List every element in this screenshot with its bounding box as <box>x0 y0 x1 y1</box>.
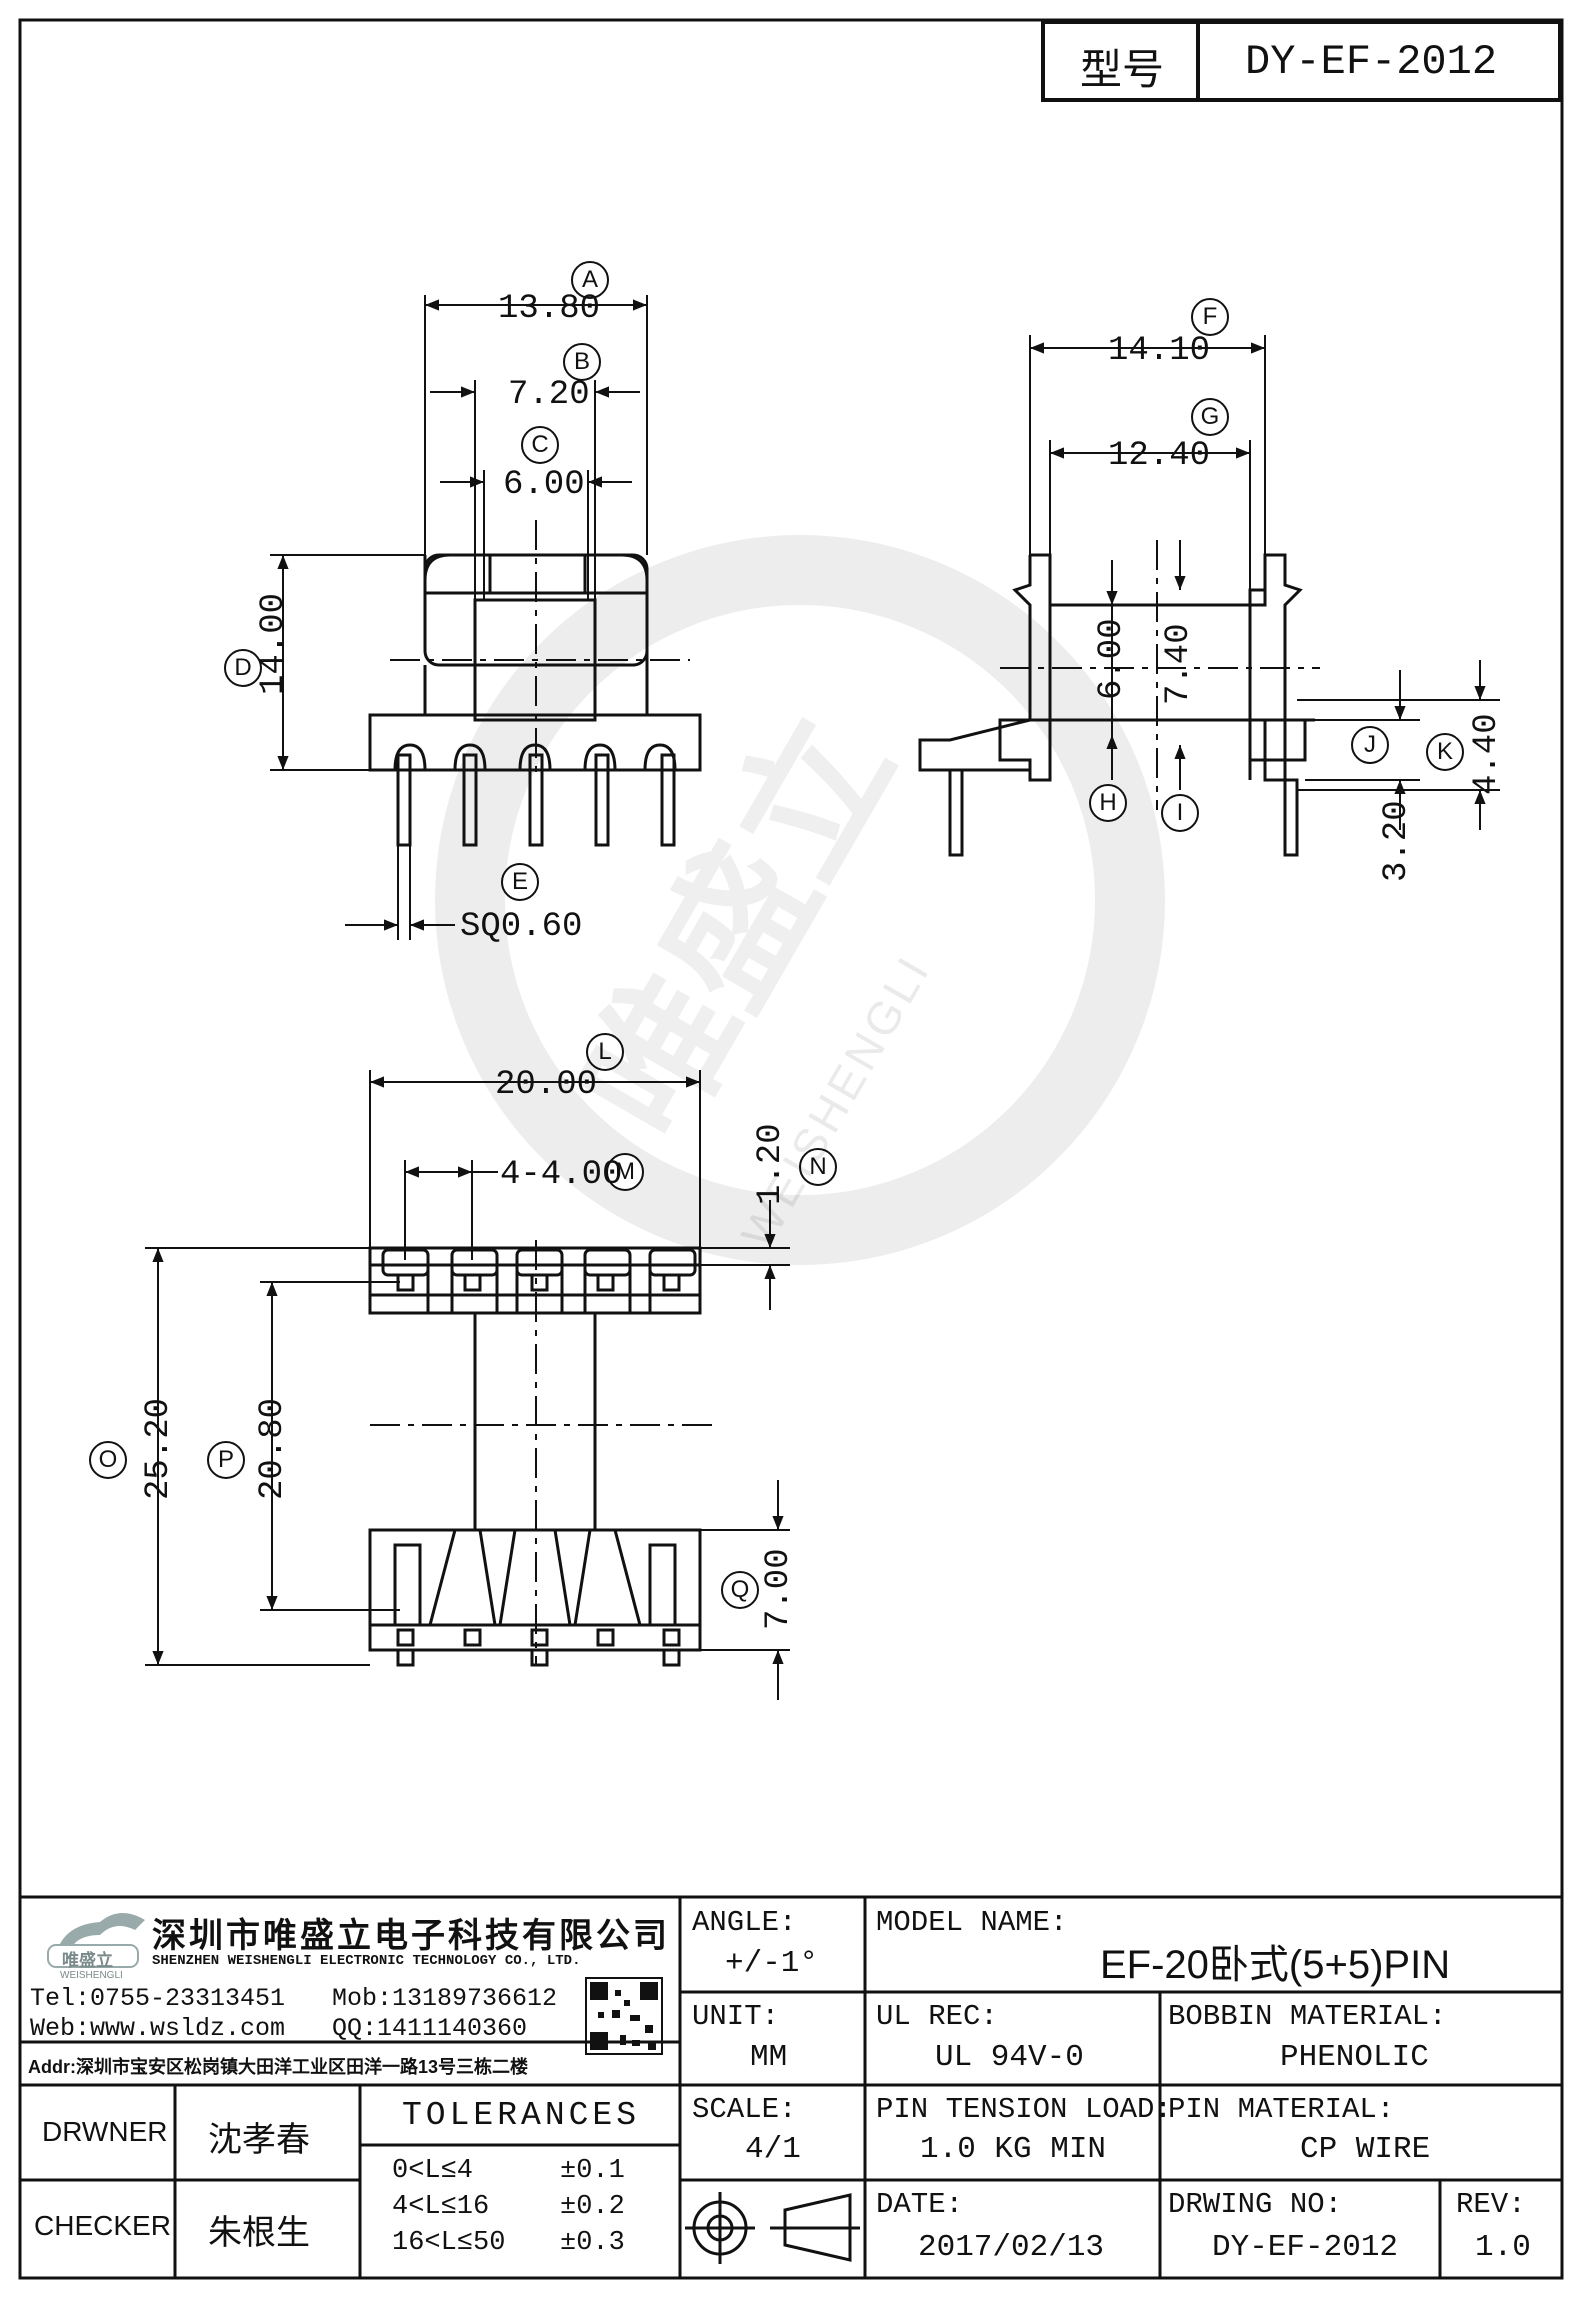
tolerance-range-1: 0<L≤4 <box>392 2156 474 2186</box>
tolerances-label: TOLERANCES <box>402 2097 641 2134</box>
dim-k-value: 4.40 <box>1468 713 1506 795</box>
balloon-p: P <box>217 1446 234 1473</box>
balloon-o: O <box>98 1446 118 1473</box>
dim-h-value: 6.00 <box>1093 618 1131 700</box>
dim-j-value: 3.20 <box>1378 800 1416 882</box>
checker-value: 朱根生 <box>208 2214 310 2252</box>
drawing-no-label: DRWING NO: <box>1168 2188 1343 2221</box>
bobbin-material-label: BOBBIN MATERIAL: <box>1168 2000 1447 2033</box>
balloon-g: G <box>1200 403 1220 430</box>
balloon-f: F <box>1202 303 1218 330</box>
model-number: DY-EF-2012 <box>1245 38 1498 86</box>
header-box <box>1041 20 1562 102</box>
title-block-grid <box>20 1895 1562 2278</box>
balloon-a: A <box>581 266 598 293</box>
ul-rec-label: UL REC: <box>876 2000 998 2033</box>
pin-material-label: PIN MATERIAL: <box>1168 2093 1395 2126</box>
bobbin-material-value: PHENOLIC <box>1280 2040 1429 2075</box>
balloon-b: B <box>573 348 590 375</box>
dim-e-value: SQ0.60 <box>460 908 583 946</box>
company-web: Web:www.wsldz.com <box>30 2014 286 2043</box>
sheet-border <box>18 18 1564 2280</box>
balloon-m: M <box>615 1158 635 1185</box>
dim-balloons <box>89 261 1464 1609</box>
dim-g-value: 12.40 <box>1108 437 1211 475</box>
dim-p-value: 20.80 <box>254 1397 292 1500</box>
date-label: DATE: <box>876 2188 964 2221</box>
balloon-d: D <box>234 654 252 681</box>
dim-i-value: 7.40 <box>1160 623 1198 705</box>
side-view-dims <box>1029 335 1500 830</box>
dim-b-value: 7.20 <box>508 376 590 414</box>
dim-l-value: 20.00 <box>495 1066 598 1104</box>
model-name-value: EF-20卧式(5+5)PIN <box>1100 1943 1451 1987</box>
balloon-i: I <box>1176 799 1184 826</box>
angle-value: +/-1° <box>725 1946 819 1981</box>
drawer-label: DRWNER <box>42 2116 168 2147</box>
company-name-cn: 深圳市唯盛立电子科技有限公司 <box>152 1917 670 1955</box>
bottom-view-center-lines <box>370 1240 715 1665</box>
bottom-view-dims <box>145 1070 790 1700</box>
company-mob: Mob:13189736612 <box>332 1984 558 2013</box>
balloon-h: H <box>1099 789 1117 816</box>
model-label: 型号 <box>1080 46 1165 93</box>
pin-tension-value: 1.0 KG MIN <box>920 2132 1107 2167</box>
company-qq: QQ:1411140360 <box>332 2014 528 2043</box>
tolerance-range-3: 16<L≤50 <box>392 2228 506 2258</box>
watermark <box>435 535 1165 1265</box>
company-logo <box>47 1912 145 1968</box>
dim-o-value: 25.20 <box>140 1397 178 1500</box>
company-address: Addr:深圳市宝安区松岗镇大田洋工业区田洋一路13号三栋二楼 <box>28 2057 529 2077</box>
date-value: 2017/02/13 <box>918 2230 1105 2265</box>
balloon-k: K <box>1436 738 1453 765</box>
company-tel: Tel:0755-23313451 <box>30 1984 286 2013</box>
front-view-dims <box>270 295 648 940</box>
balloon-q: Q <box>730 1576 750 1603</box>
tolerance-value-1: ±0.1 <box>560 2156 625 2186</box>
tolerance-range-2: 4<L≤16 <box>392 2192 490 2222</box>
dim-c-value: 6.00 <box>503 466 585 504</box>
model-name-label: MODEL NAME: <box>876 1906 1068 1939</box>
side-view-center-lines <box>1000 540 1320 810</box>
dim-a-value: 13.80 <box>498 290 601 328</box>
scale-label: SCALE: <box>692 2093 797 2126</box>
drawing-no-value: DY-EF-2012 <box>1212 2230 1399 2265</box>
tolerance-value-2: ±0.2 <box>560 2192 625 2222</box>
company-name-en: SHENZHEN WEISHENGLI ELECTRONIC TECHNOLOG… <box>152 1953 581 1969</box>
logo-subtext: WEISHENGLI <box>60 1970 123 1981</box>
pin-tension-label: PIN TENSION LOAD: <box>876 2093 1172 2126</box>
balloon-n: N <box>809 1153 827 1180</box>
balloon-l: L <box>598 1038 612 1065</box>
rev-label: REV: <box>1456 2188 1526 2221</box>
tolerance-value-3: ±0.3 <box>560 2228 625 2258</box>
front-view-center-lines <box>390 520 690 780</box>
dim-f-value: 14.10 <box>1108 332 1211 370</box>
qr-code <box>585 1977 663 2055</box>
balloon-e: E <box>511 868 528 895</box>
scale-value: 4/1 <box>745 2132 801 2167</box>
angle-label: ANGLE: <box>692 1906 797 1939</box>
unit-label: UNIT: <box>692 2000 780 2033</box>
balloon-c: C <box>531 431 549 458</box>
dim-q-value: 7.00 <box>760 1548 798 1630</box>
logo-text: 唯盛立 <box>62 1951 113 1970</box>
pin-material-value: CP WIRE <box>1300 2132 1431 2167</box>
drawer-value: 沈孝春 <box>208 2121 310 2159</box>
unit-value: MM <box>750 2040 788 2075</box>
rev-value: 1.0 <box>1475 2230 1531 2265</box>
balloon-j: J <box>1364 731 1376 758</box>
checker-label: CHECKER <box>34 2210 171 2241</box>
projection-symbol-icon <box>685 2192 860 2264</box>
dim-m-value: 4-4.00 <box>500 1156 623 1194</box>
ul-rec-value: UL 94V-0 <box>935 2040 1084 2075</box>
